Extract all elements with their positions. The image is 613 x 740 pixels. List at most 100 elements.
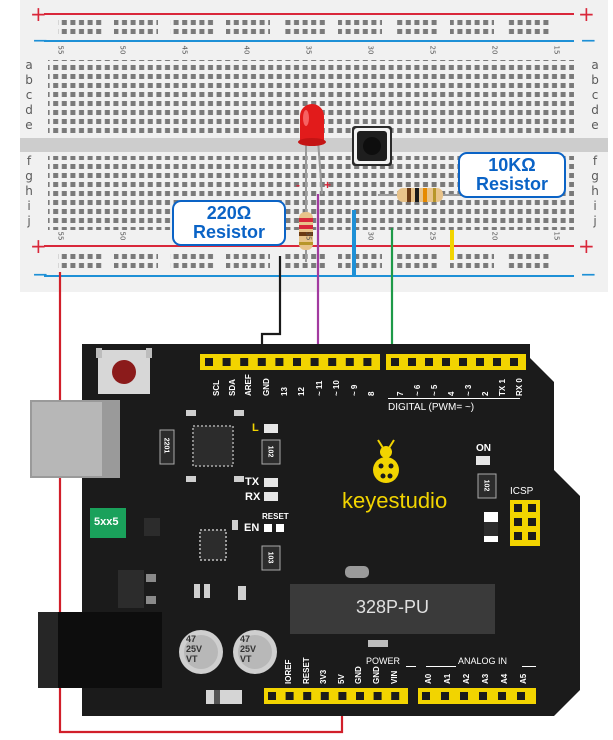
column-number: 20: [490, 231, 499, 241]
row-letter: a: [591, 58, 599, 72]
atmega-chip: [290, 584, 495, 634]
ladybug-logo: [373, 439, 399, 483]
smd-code-4: 2201: [162, 437, 170, 454]
transistor: [144, 518, 160, 536]
row-letter: i: [593, 199, 597, 213]
column-number: 40: [242, 45, 251, 55]
header-hole: [441, 692, 449, 700]
top-pin-label: SCL: [212, 380, 221, 396]
column-number: 55: [56, 231, 65, 241]
smd-code-2: 102: [482, 479, 490, 492]
header-hole: [345, 358, 354, 366]
bottom-right-plus: +: [578, 234, 595, 258]
led-plus-label: +: [324, 178, 332, 192]
power-pin-label: GND: [372, 666, 381, 684]
header-hole: [257, 358, 266, 366]
header-hole: [338, 692, 347, 700]
row-letter: c: [591, 88, 599, 102]
header-hole: [310, 358, 319, 366]
cap2-line-3: VT: [240, 654, 252, 664]
column-number: 35: [304, 231, 313, 241]
bottom-left-plus: +: [30, 234, 47, 258]
header-hole: [391, 692, 400, 700]
header-hole: [275, 358, 284, 366]
power-pin-label: 5V: [336, 674, 346, 684]
bottom-right-minus: −: [580, 262, 597, 286]
red-led: [298, 104, 326, 195]
top-pin-label: ~ 11: [315, 380, 324, 396]
header-hole: [205, 358, 213, 366]
digital-label-line: [388, 398, 520, 399]
header-hole: [517, 692, 525, 700]
row-letter: b: [25, 73, 33, 87]
power-label-line: [406, 666, 416, 667]
row-letter: d: [25, 103, 33, 117]
header-hole: [240, 358, 249, 366]
column-number: 30: [366, 45, 375, 55]
row-letter: f: [26, 154, 32, 168]
power-pin-label: GND: [354, 666, 364, 684]
voltage-regulator: [118, 570, 144, 608]
header-hole: [510, 358, 518, 366]
power-pin-label: RESET: [301, 657, 311, 684]
column-number: 25: [428, 45, 437, 55]
top-pin-label: RX 0: [515, 378, 524, 396]
power-pin-label: VIN: [389, 670, 399, 684]
row-letter: i: [27, 199, 31, 213]
led-rx-label: RX: [245, 491, 261, 503]
analog-pin-label: A3: [481, 673, 490, 684]
header-hole: [328, 358, 337, 366]
row-letter: g: [25, 169, 33, 183]
icsp-label: ICSP: [510, 486, 534, 497]
column-number: 55: [56, 45, 65, 55]
icsp-header: [510, 500, 540, 546]
row-letter: g: [591, 169, 599, 183]
power-label: POWER: [366, 656, 401, 666]
header-hole: [476, 358, 484, 366]
row-letter: f: [592, 154, 598, 168]
en-label: EN: [244, 522, 260, 534]
top-pin-label: 4: [447, 391, 456, 396]
top-pin-label: 8: [367, 391, 376, 396]
breadboard: [20, 0, 608, 292]
dc-power-jack: [38, 612, 162, 688]
row-letter: h: [25, 184, 33, 198]
analog-pin-label: A1: [443, 673, 452, 684]
header-hole: [460, 692, 468, 700]
header-hole: [356, 692, 364, 700]
analog-pin-label: A2: [462, 673, 471, 684]
header-hole: [442, 358, 450, 366]
header-hole: [285, 692, 294, 700]
row-letter: b: [591, 73, 599, 87]
fuse-label: 5xx5: [94, 516, 119, 528]
row-letter: c: [25, 88, 33, 102]
callout-220-word: Resistor: [192, 222, 266, 242]
top-pin-label: ~ 6: [413, 384, 422, 396]
power-pin-label: 3V3: [319, 669, 329, 684]
top-pin-label: ~ 10: [332, 380, 341, 396]
diode: [206, 690, 242, 704]
top-pin-label: GND: [262, 378, 271, 396]
cap1-line-1: 47: [186, 634, 197, 644]
row-letter: a: [25, 58, 33, 72]
header-hole: [493, 358, 501, 366]
header-hole: [422, 692, 430, 700]
smd-code-1: 102: [266, 445, 274, 458]
top-pin-label: 2: [481, 391, 490, 396]
en-pad-1: [264, 524, 272, 532]
en-pad-2: [276, 524, 284, 532]
row-letter: j: [593, 214, 597, 228]
column-number: 15: [552, 231, 561, 241]
column-number: 25: [428, 231, 437, 241]
analog-pin-label: A4: [500, 673, 509, 684]
top-right-plus: +: [578, 2, 595, 26]
column-number: 45: [180, 45, 189, 55]
bottom-left-minus: −: [32, 262, 49, 286]
capacitor-1: [179, 630, 223, 674]
callout-10k-word: Resistor: [475, 174, 549, 194]
callout-220-resistor: 220Ω Resistor: [172, 200, 286, 246]
top-pin-label: ~ 3: [464, 384, 473, 396]
header-hole: [222, 358, 231, 366]
smd-code-3: 103: [266, 551, 274, 564]
